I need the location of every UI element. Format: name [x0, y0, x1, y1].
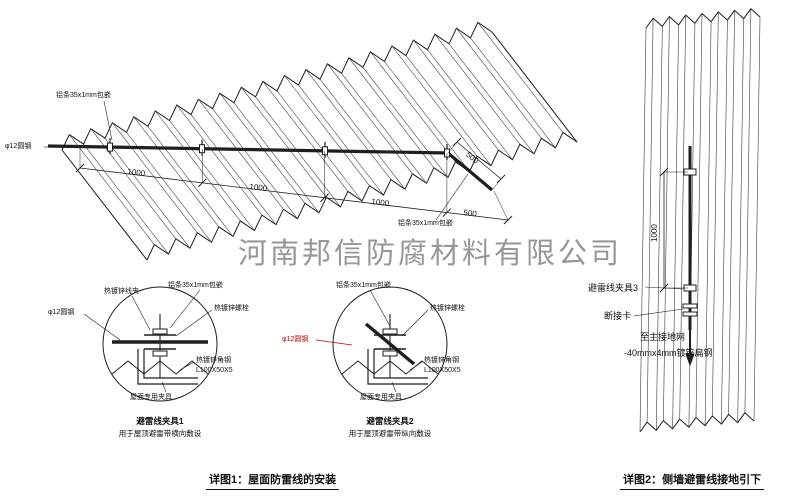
- detail2-subtitle: 用于屋顶避雷带纵向敷设: [348, 429, 432, 438]
- label-d1-angle-spec: L100X50X5: [196, 367, 233, 374]
- label-aluminum-strip-right: 铝条35x1mm包嵌: [398, 220, 453, 227]
- label-d2-bolt: 热镀锌螺栓: [430, 305, 465, 312]
- label-d2-al-strip: 铝条35x1mm包嵌: [336, 282, 391, 289]
- caption-detail1: 详图1：屋面防雷线的安装: [206, 471, 340, 490]
- label-d1-al-strip: 铝条35x1mm包嵌: [168, 282, 223, 289]
- label-d1-wire-clip: 热镀锌线夹: [104, 288, 139, 295]
- label-wall-clamp3: 避雷线夹具3: [588, 283, 639, 293]
- label-round-steel-main: φ12圆钢: [5, 143, 32, 150]
- caption-detail2: 详图2：侧墙避雷线接地引下: [620, 471, 765, 490]
- label-d2-roof-clamp: 屋面专用夹具: [360, 394, 402, 401]
- detail2-title: 避雷线夹具2: [366, 416, 414, 426]
- label-wall-to-ground: 至主接地网: [640, 332, 686, 342]
- label-d2-angle-spec: L100X50X5: [424, 367, 461, 374]
- detail1-title: 避雷线夹具1: [136, 416, 184, 426]
- label-wall-disconnect: 断接卡: [604, 311, 632, 321]
- label-d2-angle-steel: 热镀锌角钢: [424, 357, 459, 364]
- dimension-500-1: 500: [462, 208, 478, 219]
- label-d1-round-steel: φ12圆钢: [48, 309, 75, 316]
- label-wall-flat-steel: -40mmx4mm镀锌扁钢: [624, 348, 713, 358]
- label-d2-round-steel: φ12圆钢: [282, 336, 309, 343]
- label-d1-angle-steel: 热镀锌角钢: [196, 357, 231, 364]
- label-d1-bolt: 热镀锌螺栓: [214, 305, 249, 312]
- dimension-wall-1000: 1000: [650, 224, 659, 242]
- label-d1-roof-clamp: 屋面专用夹具: [130, 394, 172, 401]
- detail1-subtitle: 用于屋顶避雷带横向敷设: [118, 429, 202, 438]
- label-aluminum-strip-top: 铝条35x1mm包嵌: [56, 92, 111, 99]
